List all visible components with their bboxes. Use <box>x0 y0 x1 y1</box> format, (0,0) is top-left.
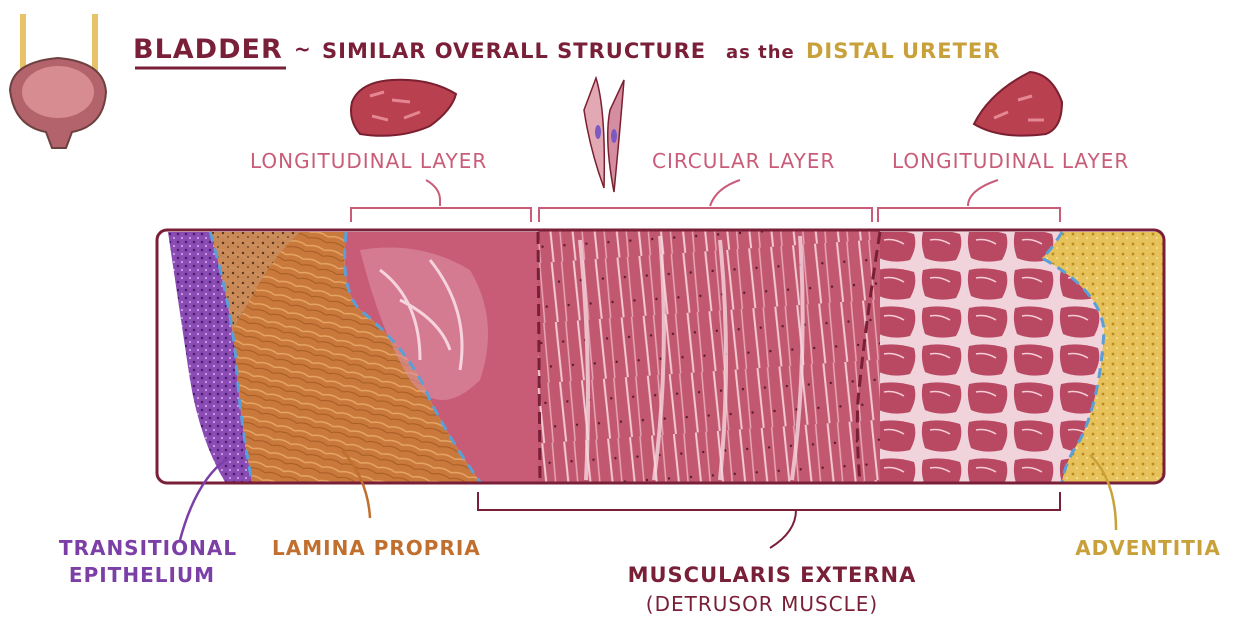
label-longitudinal-left: LONGITUDINAL LAYER <box>250 149 487 173</box>
bladder-icon <box>10 14 106 148</box>
smooth-muscle-cells-icon <box>584 78 624 192</box>
title-as-the: as the <box>726 42 795 63</box>
title-distal: DISTAL <box>806 39 895 63</box>
brace-longitudinal-left <box>351 180 531 222</box>
label-detrusor-muscle: (DETRUSOR MUSCLE) <box>646 592 878 616</box>
cardiac-muscle-cell-icon <box>351 80 456 136</box>
histology-panel <box>157 230 1164 483</box>
title-ureter: URETER <box>902 39 1000 63</box>
label-lamina-propria: LAMINA PROPRIA <box>272 536 481 560</box>
brace-muscularis-externa <box>478 492 1060 548</box>
label-epithelium: EPITHELIUM <box>69 563 215 587</box>
label-circular: CIRCULAR LAYER <box>652 149 835 173</box>
title-bladder: BLADDER <box>133 34 283 65</box>
label-longitudinal-right: LONGITUDINAL LAYER <box>892 149 1129 173</box>
cardiac-muscle-cell-icon-right <box>974 72 1062 136</box>
label-adventitia: ADVENTITIA <box>1075 536 1221 560</box>
label-transitional: TRANSITIONAL <box>59 536 237 560</box>
brace-circular <box>539 180 872 222</box>
title-similar: SIMILAR OVERALL STRUCTURE <box>322 39 706 63</box>
label-muscularis-externa: MUSCULARIS EXTERNA <box>628 563 917 587</box>
brace-longitudinal-right <box>878 180 1060 222</box>
title-tilde: ~ <box>294 37 312 61</box>
